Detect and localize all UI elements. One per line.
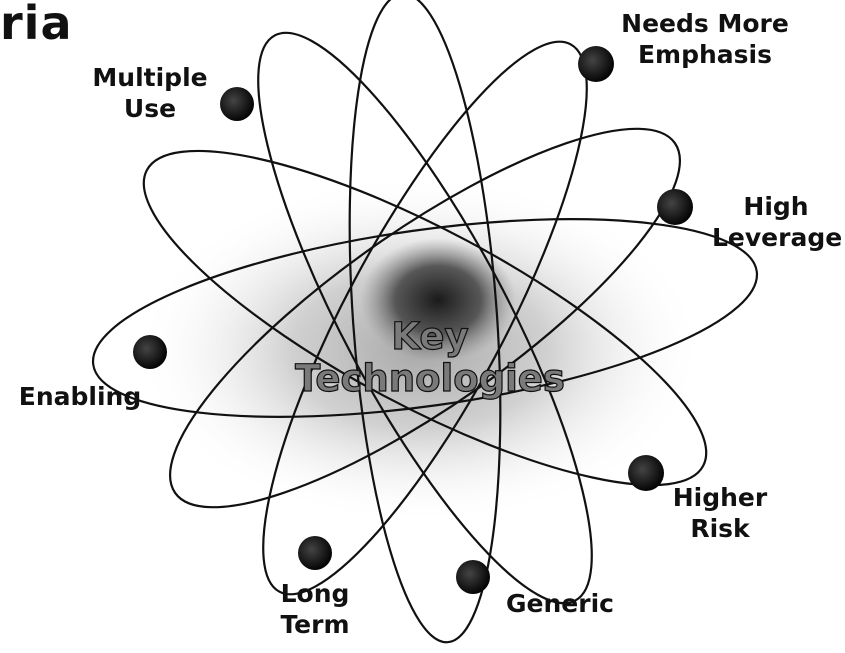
label-enabling-line-1: Enabling (0, 381, 160, 412)
label-needs-more-emphasis-line-1: Needs More (600, 8, 810, 39)
label-generic: Generic (490, 588, 630, 619)
electron-high-leverage (657, 189, 693, 225)
label-long-term-line-1: Long (255, 578, 375, 609)
label-multiple-use-line-2: Use (80, 93, 220, 124)
electron-generic (456, 560, 490, 594)
label-needs-more-emphasis: Needs More Emphasis (600, 8, 810, 70)
label-higher-risk: Higher Risk (655, 482, 785, 544)
center-label-line-1: Key (280, 316, 580, 358)
label-enabling: Enabling (0, 381, 160, 412)
center-label-line-2: Technologies (280, 358, 580, 400)
label-needs-more-emphasis-line-2: Emphasis (600, 39, 810, 70)
label-long-term-line-2: Term (255, 609, 375, 640)
label-higher-risk-line-2: Risk (655, 513, 785, 544)
label-high-leverage-line-1: High (712, 191, 840, 222)
center-label: Key Technologies (280, 316, 580, 400)
label-higher-risk-line-1: Higher (655, 482, 785, 513)
electron-multiple-use (220, 87, 254, 121)
label-multiple-use: Multiple Use (80, 62, 220, 124)
label-high-leverage: High Leverage (712, 191, 840, 253)
page-title-fragment: ria (0, 0, 73, 50)
label-long-term: Long Term (255, 578, 375, 640)
label-generic-line-1: Generic (490, 588, 630, 619)
label-multiple-use-line-1: Multiple (80, 62, 220, 93)
label-high-leverage-line-2: Leverage (712, 222, 840, 253)
electron-enabling (133, 335, 167, 369)
electron-long-term (298, 536, 332, 570)
